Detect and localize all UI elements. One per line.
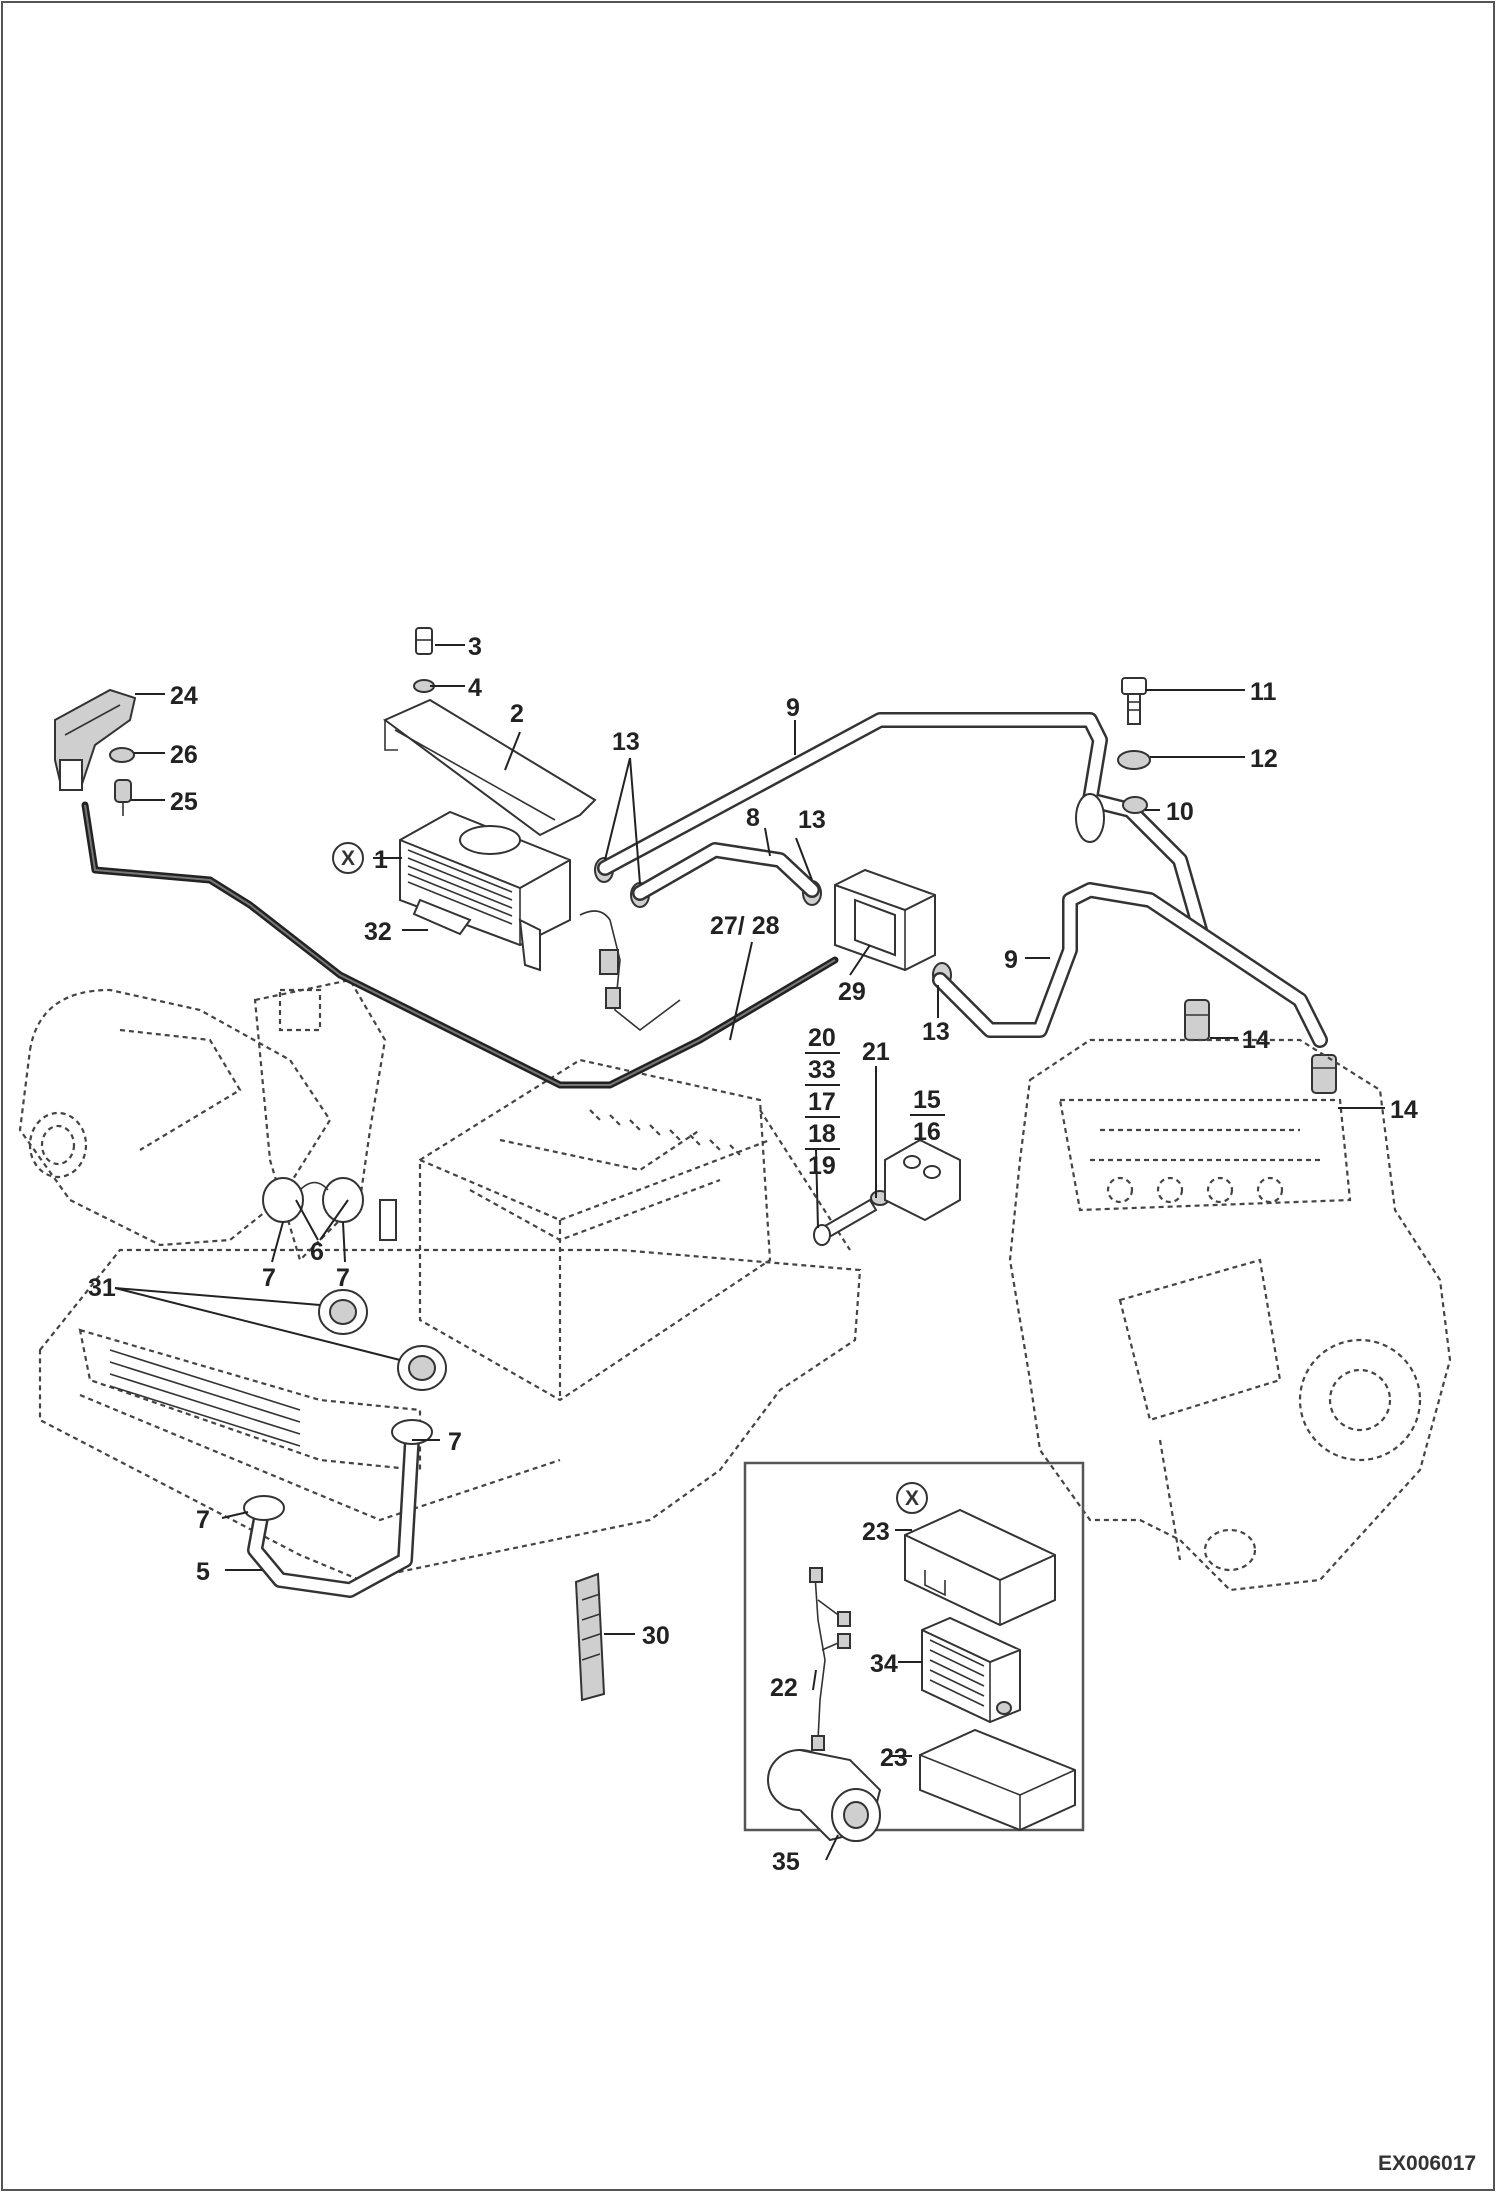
callout-35: 35 xyxy=(772,1848,800,1876)
callout-27-28: 27/ 28 xyxy=(710,912,780,940)
part-9-upper-hose xyxy=(597,712,1208,938)
callout-4: 4 xyxy=(468,674,482,702)
part-35-blower xyxy=(767,1749,882,1842)
part-26-washer xyxy=(109,747,135,763)
callout-3: 3 xyxy=(468,633,482,661)
part-34-heater-core xyxy=(921,1616,1021,1724)
callout-12: 12 xyxy=(1250,745,1278,773)
callout-1: 1 xyxy=(374,846,388,874)
part-15-block xyxy=(884,1138,961,1222)
callout-23-a: 23 xyxy=(862,1518,890,1546)
part-5-duct-hose xyxy=(243,1419,433,1598)
callout-22: 22 xyxy=(770,1674,798,1702)
drawing-code: EX006017 xyxy=(1378,2152,1476,2175)
part-12-washer xyxy=(1117,750,1151,770)
callout-2: 2 xyxy=(510,700,524,728)
part-11-screw xyxy=(1121,677,1147,725)
callout-10: 10 xyxy=(1166,798,1194,826)
part-14-fitting-a xyxy=(1184,999,1210,1041)
callout-29: 29 xyxy=(838,978,866,1006)
callout-7-c: 7 xyxy=(448,1428,462,1456)
callout-14-b: 14 xyxy=(1390,1096,1418,1124)
callout-9-b: 9 xyxy=(1004,946,1018,974)
part-3-screw xyxy=(415,627,433,655)
part-2-cover xyxy=(383,698,597,837)
svg-text:X: X xyxy=(905,1487,919,1510)
cab-outline xyxy=(18,978,862,1582)
callout-9-a: 9 xyxy=(786,694,800,722)
callout-33: 33 xyxy=(808,1056,836,1084)
callout-18: 18 xyxy=(808,1120,836,1148)
callout-20: 20 xyxy=(808,1024,836,1052)
callout-30: 30 xyxy=(642,1622,670,1650)
callout-32: 32 xyxy=(364,918,392,946)
callout-13-c: 13 xyxy=(922,1018,950,1046)
svg-text:X: X xyxy=(341,847,355,870)
callout-14-a: 14 xyxy=(1242,1026,1270,1054)
callout-19: 19 xyxy=(808,1152,836,1180)
variant-inset xyxy=(743,1461,1085,1842)
callout-13-b: 13 xyxy=(798,806,826,834)
callout-34: 34 xyxy=(870,1650,898,1678)
part-9-lower-hose xyxy=(932,882,1328,1048)
leader-lines xyxy=(114,644,1385,1861)
callout-17: 17 xyxy=(808,1088,836,1116)
part-30-strip xyxy=(574,1572,606,1702)
part-27-28-cable xyxy=(81,801,839,1089)
callout-labels: 3 4 2 1 32 24 26 25 13 13 13 9 9 8 27/ 2… xyxy=(88,633,1418,1876)
callout-8: 8 xyxy=(746,804,760,832)
callout-31: 31 xyxy=(88,1274,116,1302)
part-22-harness xyxy=(809,1567,851,1751)
part-1-heater xyxy=(399,810,571,972)
part-23-upper-housing xyxy=(904,1508,1056,1627)
part-6-duct xyxy=(262,1177,397,1241)
part-29-valve xyxy=(834,868,936,972)
part-31-vent-b xyxy=(397,1345,447,1391)
part-25-plug xyxy=(114,779,132,816)
variant-mark-2: X xyxy=(896,1482,928,1514)
variant-mark-1: X xyxy=(332,842,364,874)
part-14-fitting-b xyxy=(1311,1054,1337,1094)
part-8-lower-hose xyxy=(632,842,820,901)
callout-7-d: 7 xyxy=(196,1506,210,1534)
callout-26: 26 xyxy=(170,741,198,769)
callout-5: 5 xyxy=(196,1558,210,1586)
part-10-clamp xyxy=(1122,796,1148,814)
callout-13-a: 13 xyxy=(612,728,640,756)
callout-25: 25 xyxy=(170,788,198,816)
part-31-vent-a xyxy=(318,1289,368,1335)
callout-16: 16 xyxy=(913,1118,941,1146)
callout-15: 15 xyxy=(913,1086,941,1114)
callout-24: 24 xyxy=(170,682,198,710)
callout-21: 21 xyxy=(862,1038,890,1066)
callout-23-b: 23 xyxy=(880,1744,908,1772)
engine-outline xyxy=(1008,1038,1452,1592)
callout-11: 11 xyxy=(1250,678,1277,706)
part-24-bracket xyxy=(54,688,137,791)
callout-6: 6 xyxy=(310,1238,324,1266)
part-32-bracket xyxy=(412,898,472,936)
part-19-bolt xyxy=(813,1198,878,1246)
callout-7-a: 7 xyxy=(262,1264,276,1292)
callout-7-b: 7 xyxy=(336,1264,350,1292)
part-23-lower-housing xyxy=(919,1728,1076,1832)
heater-wiring xyxy=(579,910,681,1032)
